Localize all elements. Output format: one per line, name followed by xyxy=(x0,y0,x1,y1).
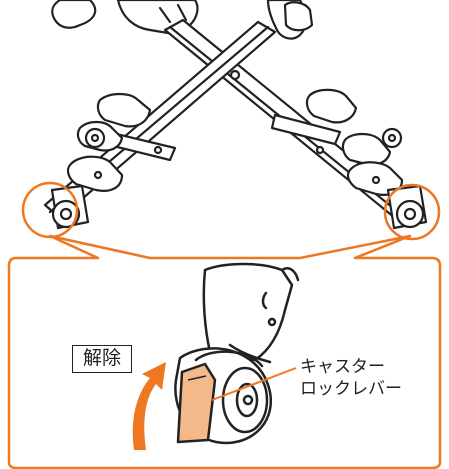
joint-right-upper xyxy=(283,1,314,32)
callout-box xyxy=(7,234,442,469)
joint-right-mid xyxy=(341,132,392,166)
highlight-circle-right xyxy=(383,183,441,241)
frame-pivot xyxy=(229,69,241,81)
leader-line xyxy=(211,367,297,401)
caster-label-line1: キャスター xyxy=(300,357,385,377)
seat-fabric-left xyxy=(51,0,97,29)
caster-lock-lever xyxy=(176,362,217,444)
caster-mount xyxy=(202,262,294,362)
curved-arrow-up-icon xyxy=(132,362,166,450)
caster-lock-lever-label: キャスター ロックレバー xyxy=(300,356,430,400)
joint-left-upper xyxy=(96,92,152,128)
joint-right-upper2 xyxy=(305,88,358,124)
release-label: 解除 xyxy=(72,345,132,373)
caster-label-line2: ロックレバー xyxy=(300,379,402,399)
